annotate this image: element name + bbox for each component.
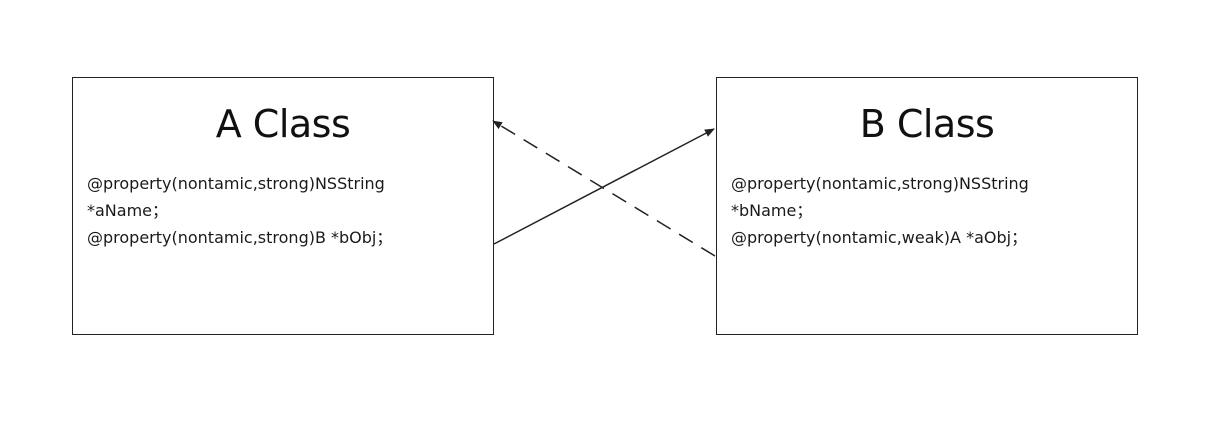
a-class-property-line: *aName； [87,201,169,220]
weak-reference-arrow [492,120,716,257]
b-class-property-line: @property(nontamic,weak)A *aObj； [731,228,1028,247]
a-class-properties: @property(nontamic,strong)NSString *aNam… [87,170,467,251]
a-class-box: A Class @property(nontamic,strong)NSStri… [72,77,494,335]
strong-reference-arrow [493,128,715,245]
a-class-property-line: @property(nontamic,strong)B *bObj； [87,228,393,247]
a-class-title: A Class [215,102,351,146]
a-class-property-line: @property(nontamic,strong)NSString [87,174,385,193]
b-class-title: B Class [859,102,995,146]
b-class-property-line: *bName； [731,201,813,220]
b-class-properties: @property(nontamic,strong)NSString *bNam… [731,170,1111,251]
b-class-property-line: @property(nontamic,strong)NSString [731,174,1029,193]
b-class-box: B Class @property(nontamic,strong)NSStri… [716,77,1138,335]
